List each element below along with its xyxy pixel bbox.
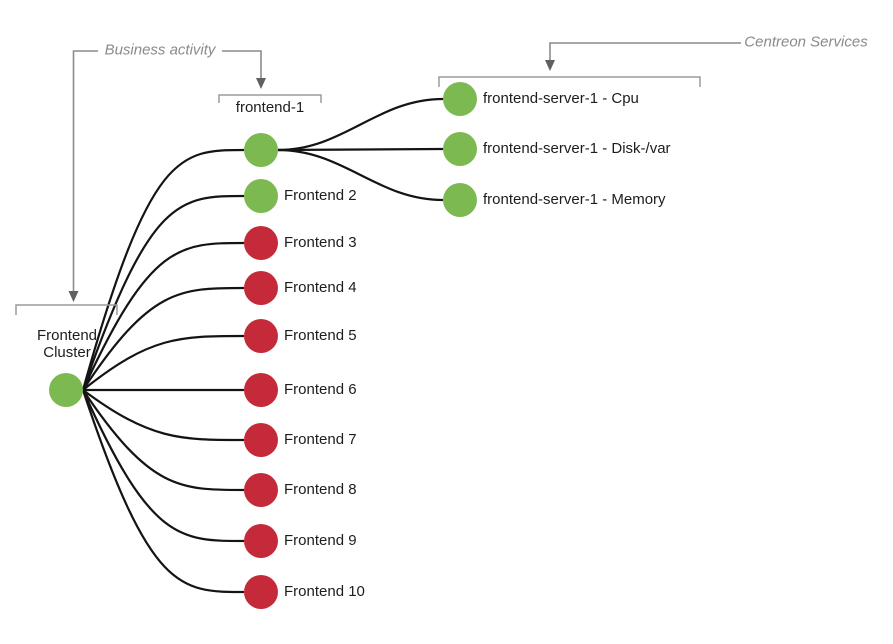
down-arrow-icon [545,60,555,71]
node-frontend-server-1-disk-var[interactable] [443,132,477,166]
node-frontend-9[interactable] [244,524,278,558]
node-label-frontend-server-1-memory: frontend-server-1 - Memory [483,191,666,208]
annotation-line-centreon-services [549,42,741,61]
node-frontend-8[interactable] [244,473,278,507]
edge-frontend-1--frontend-server-1-disk-var [277,147,444,152]
node-frontend-2[interactable] [244,179,278,213]
down-arrow-icon [256,78,266,89]
bracket-frontend-1 [218,94,322,103]
node-frontend-6[interactable] [244,373,278,407]
edge-frontend-cluster--frontend-3 [81,241,245,391]
node-label-frontend-cluster: Frontend Cluster [36,327,98,361]
edge-frontend-cluster--frontend-4 [82,286,245,391]
edge-frontend-cluster--frontend-10 [81,389,245,594]
annotation-line-business-activity [222,50,262,79]
down-arrow-icon [68,291,79,302]
bracket-centreon-services [438,76,701,87]
edge-frontend-1--frontend-server-1-cpu [277,97,444,152]
node-frontend-cluster[interactable] [49,373,83,407]
node-label-frontend-8: Frontend 8 [284,481,357,498]
edge-frontend-cluster--frontend-5 [82,334,245,391]
edge-frontend-1--frontend-server-1-memory [277,148,444,202]
edge-frontend-cluster--frontend-1 [81,148,245,391]
node-label-frontend-7: Frontend 7 [284,431,357,448]
node-label-frontend-3: Frontend 3 [284,234,357,251]
edge-frontend-cluster--frontend-8 [82,389,245,492]
node-frontend-server-1-cpu[interactable] [443,82,477,116]
node-frontend-10[interactable] [244,575,278,609]
node-frontend-1[interactable] [244,133,278,167]
node-label-frontend-2: Frontend 2 [284,187,357,204]
bracket-frontend-cluster [15,304,118,315]
node-frontend-server-1-memory[interactable] [443,183,477,217]
node-label-frontend-server-1-disk-var: frontend-server-1 - Disk-/var [483,140,671,157]
node-frontend-4[interactable] [244,271,278,305]
node-label-frontend-4: Frontend 4 [284,279,357,296]
node-label-frontend-9: Frontend 9 [284,532,357,549]
node-frontend-7[interactable] [244,423,278,457]
node-label-frontend-6: Frontend 6 [284,381,357,398]
node-frontend-3[interactable] [244,226,278,260]
annotation-label-business-activity: Business activity [104,41,216,59]
annotation-label-centreon-services: Centreon Services [744,33,868,51]
edge-frontend-cluster--frontend-2 [81,194,245,391]
node-label-frontend-1: frontend-1 [235,99,305,116]
annotation-line-business-activity [72,50,98,292]
node-label-frontend-server-1-cpu: frontend-server-1 - Cpu [483,90,639,107]
node-label-frontend-5: Frontend 5 [284,327,357,344]
node-label-frontend-10: Frontend 10 [284,583,365,600]
node-frontend-5[interactable] [244,319,278,353]
edge-frontend-cluster--frontend-9 [81,389,245,543]
edge-frontend-cluster--frontend-7 [82,389,245,442]
